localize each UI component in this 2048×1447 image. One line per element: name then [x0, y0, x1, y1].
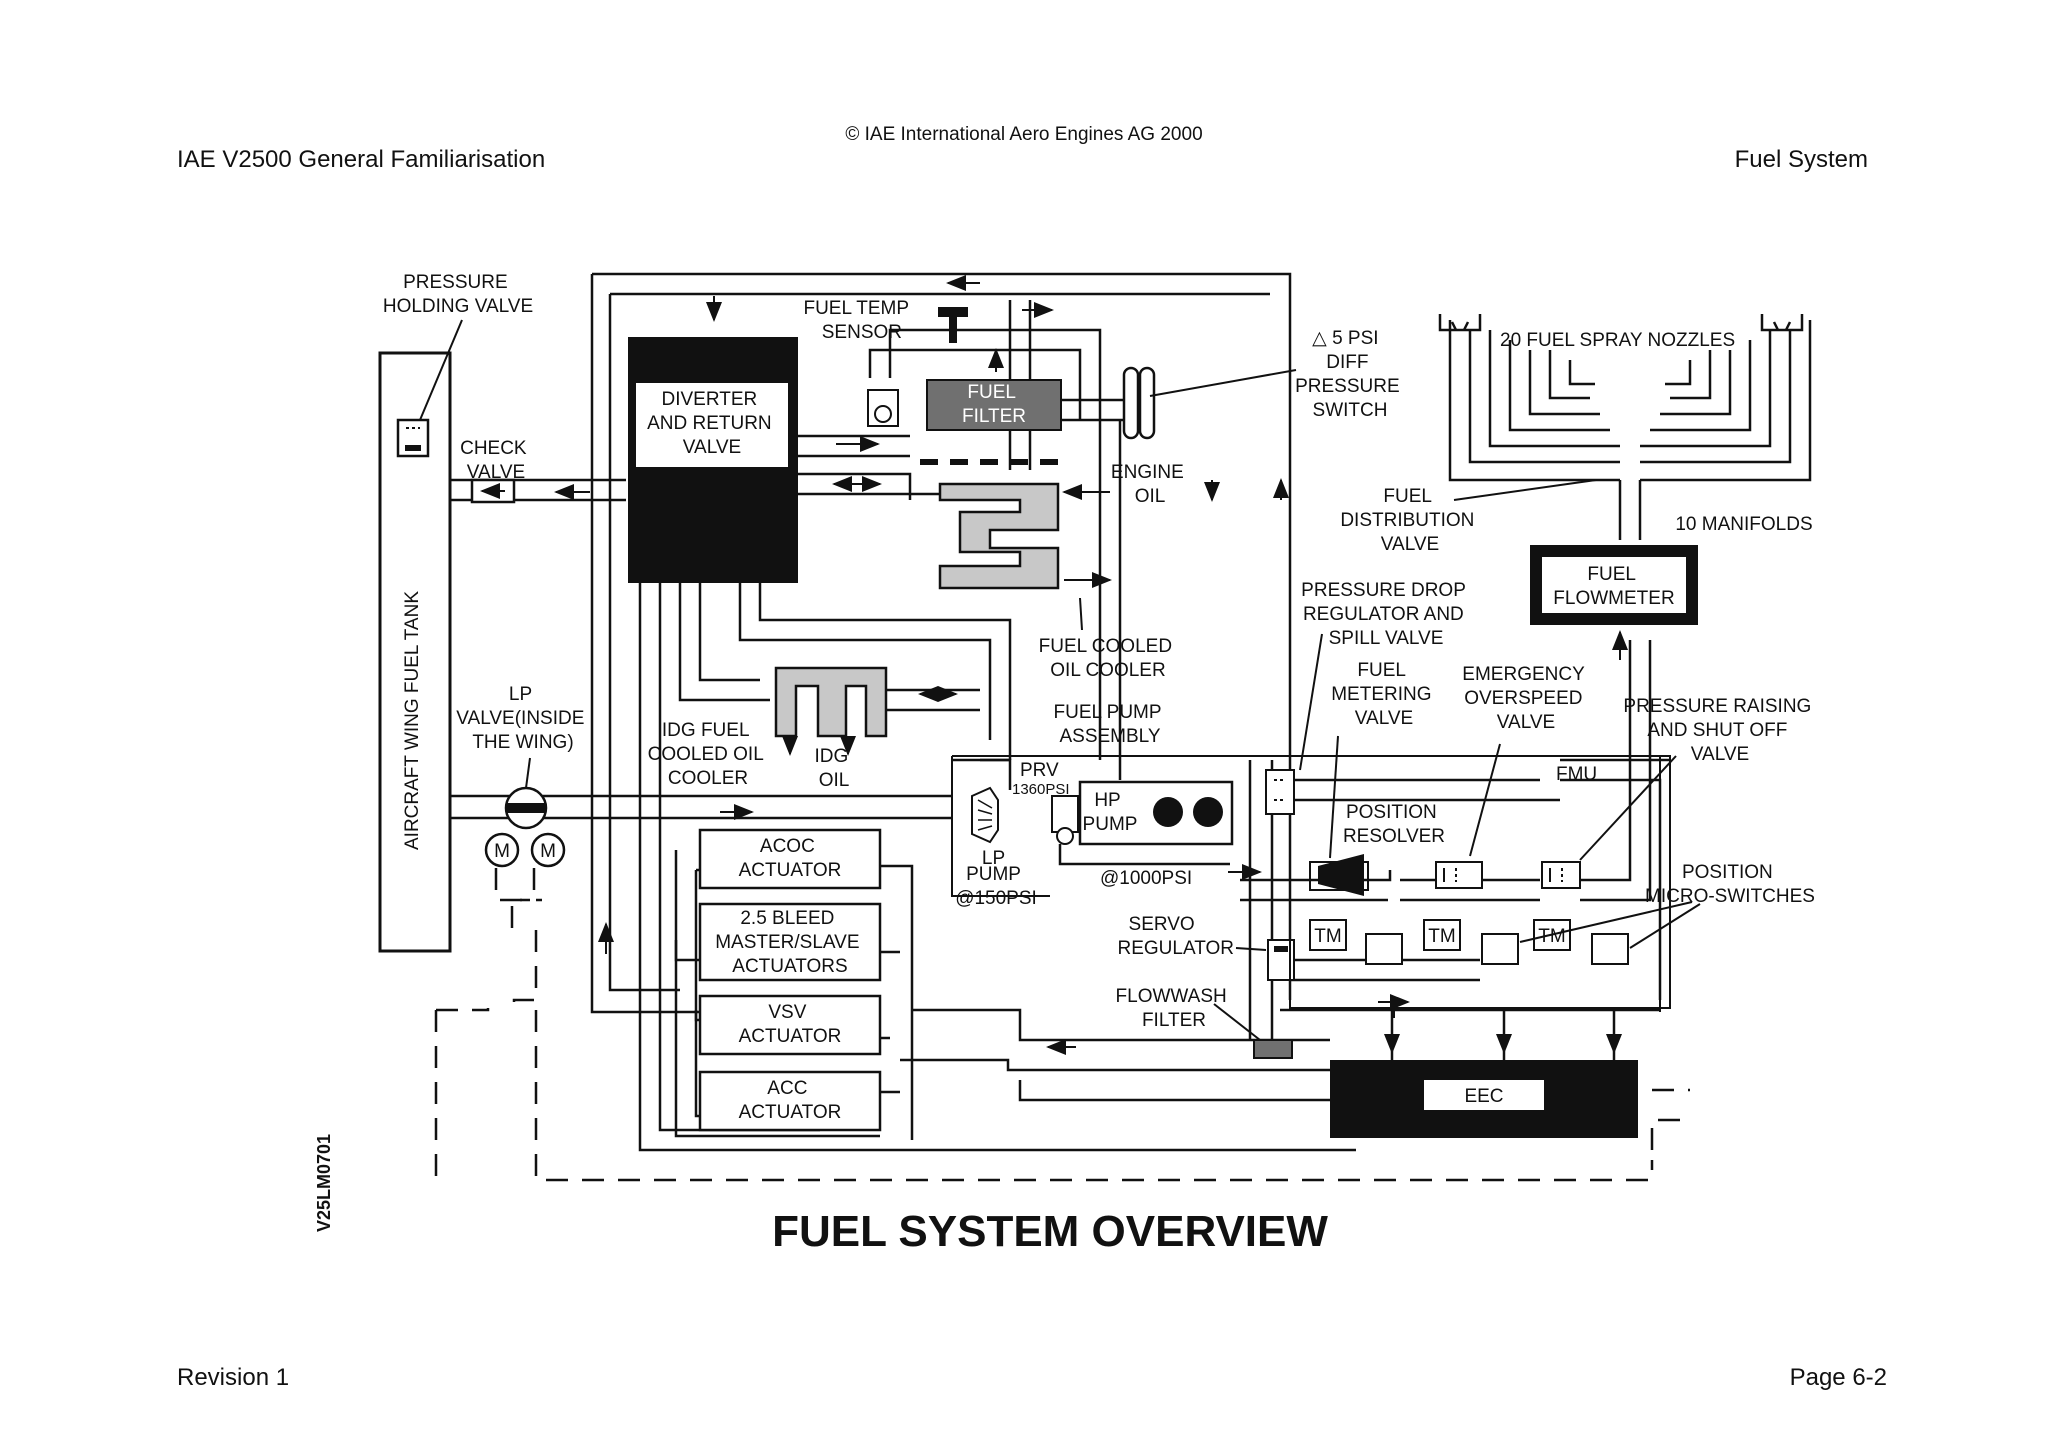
diverter-label: DIVERTER AND RETURN VALVE [647, 389, 777, 458]
lp-pump-label: LP PUMP @150PSI [955, 848, 1037, 909]
torque-motor: TM [1309, 919, 1347, 951]
engine-oil-label: ENGINE OIL [1111, 462, 1189, 507]
page-number: Page 6-2 [1789, 1364, 1887, 1391]
flowwash-filter-label: FLOWWASH FILTER [1116, 986, 1232, 1031]
pressure-raising-valve-label: PRESSURE RAISING AND SHUT OFF VALVE [1623, 696, 1816, 765]
check-valve-label: CHECK VALVE [460, 438, 532, 483]
fuel-filter-label: FUEL FILTER [962, 382, 1026, 427]
wing-tank-label: AIRCRAFT WING FUEL TANK [402, 591, 423, 850]
fuel-distribution-valve-label: FUEL DISTRIBUTION VALVE [1340, 486, 1479, 555]
micro-switch-box [1481, 933, 1519, 965]
revision-label: Revision 1 [177, 1364, 290, 1391]
check-valve-icon [470, 478, 516, 504]
flowwash-filter [1253, 1039, 1293, 1059]
diagram-title: FUEL SYSTEM OVERVIEW [772, 1207, 1328, 1256]
emergency-overspeed-valve-icon [1435, 861, 1483, 889]
fuel-metering-valve-icon [1309, 854, 1369, 896]
prv-label: PRV 1360PSI [1012, 760, 1070, 798]
pressure-drop-regulator-label: PRESSURE DROP REGULATOR AND SPILL VALVE [1301, 580, 1471, 649]
hp-pressure-label: @1000PSI [1100, 868, 1192, 889]
spray-nozzles-label: 20 FUEL SPRAY NOZZLES [1500, 330, 1735, 351]
copyright-notice: © IAE International Aero Engines AG 2000 [845, 124, 1203, 145]
svg-text:TM: TM [1428, 926, 1455, 947]
hp-pump-gears-icon [1153, 797, 1223, 827]
motor-icon: M [484, 832, 520, 868]
idg-oil-cooler [774, 666, 888, 738]
manifolds-label: 10 MANIFOLDS [1675, 514, 1812, 535]
vsv-actuator: VSV ACTUATOR [698, 994, 882, 1056]
fuel-temp-sensor-label: FUEL TEMP SENSOR [803, 298, 914, 343]
position-resolver-label: POSITION RESOLVER [1343, 802, 1445, 847]
fuel-filter [926, 379, 1062, 431]
bleed-actuators: 2.5 BLEED MASTER/SLAVE ACTUATORS [698, 902, 882, 982]
fuel-pump-assembly-label: FUEL PUMP ASSEMBLY [1054, 702, 1167, 747]
motor-icon: M [530, 832, 566, 868]
svg-text:M: M [494, 841, 510, 862]
emergency-overspeed-valve-label: EMERGENCY OVERSPEED VALVE [1462, 664, 1589, 733]
diff-pressure-switch-icon [1122, 366, 1156, 440]
idg-oil-label: IDG OIL [814, 746, 853, 791]
pressure-holding-valve-icon [396, 418, 430, 458]
micro-switch-box [1591, 933, 1629, 965]
fcoc-label: FUEL COOLED OIL COOLER [1039, 636, 1178, 681]
pressure-drop-regulator-icon [1265, 769, 1295, 815]
section-title: Fuel System [1734, 146, 1868, 173]
figure-id: V25LM0701 [314, 1134, 334, 1232]
diff-pressure-switch-label: △ 5 PSI DIFF PRESSURE SWITCH [1295, 328, 1405, 421]
svg-text:TM: TM [1538, 926, 1565, 947]
fuel-temp-sensor-icon [938, 307, 968, 343]
servo-regulator-label: SERVO REGULATOR [1118, 914, 1235, 959]
document-title: IAE V2500 General Familiarisation [177, 146, 546, 173]
hp-pump-label: HP PUMP [1083, 790, 1138, 835]
eec-label: EEC [1464, 1086, 1503, 1107]
fmu-label: FMU [1556, 764, 1597, 785]
svg-text:2.5 BLEED MASTER/SLAVE: 2.5 BLEED MASTER/SLAVE ACTUATORS [715, 908, 865, 977]
idg-fcoc-label: IDG FUEL COOLED OIL COOLER [648, 720, 769, 789]
acc-actuator: ACC ACTUATOR [698, 1070, 882, 1132]
pressure-holding-valve-label: PRESSURE HOLDING VALVE [383, 272, 533, 317]
lp-valve-icon [504, 786, 548, 830]
svg-text:VSV ACTUATOR: VSV ACTUATOR [739, 1002, 842, 1047]
electrical-lines [434, 868, 1690, 1182]
lp-pump-icon [971, 786, 999, 844]
torque-motor: TM [1423, 919, 1461, 951]
svg-text:TM: TM [1314, 926, 1341, 947]
pressure-raising-valve-icon [1541, 861, 1581, 889]
fuel-flowmeter-label: FUEL FLOWMETER [1553, 564, 1674, 609]
fmu-housing [1289, 755, 1671, 1009]
prv-icon [1051, 795, 1079, 845]
svg-text:ACC ACTUATOR: ACC ACTUATOR [739, 1078, 842, 1123]
fuel-cooled-oil-cooler [938, 482, 1060, 590]
svg-text:M: M [540, 841, 556, 862]
resolver-box [1365, 933, 1403, 965]
filter-bypass-valve-icon [867, 389, 899, 427]
svg-text:ACOC ACTUATOR: ACOC ACTUATOR [739, 836, 842, 881]
acoc-actuator: ACOC ACTUATOR [698, 828, 882, 890]
spray-nozzle-icon [1438, 314, 1482, 332]
spray-nozzle-icon [1760, 314, 1804, 332]
lp-valve-label: LP VALVE(INSIDE THE WING) [456, 684, 589, 753]
position-microswitches-label: POSITION MICRO-SWITCHES [1645, 862, 1815, 907]
fuel-metering-valve-label: FUEL METERING VALVE [1331, 660, 1437, 729]
